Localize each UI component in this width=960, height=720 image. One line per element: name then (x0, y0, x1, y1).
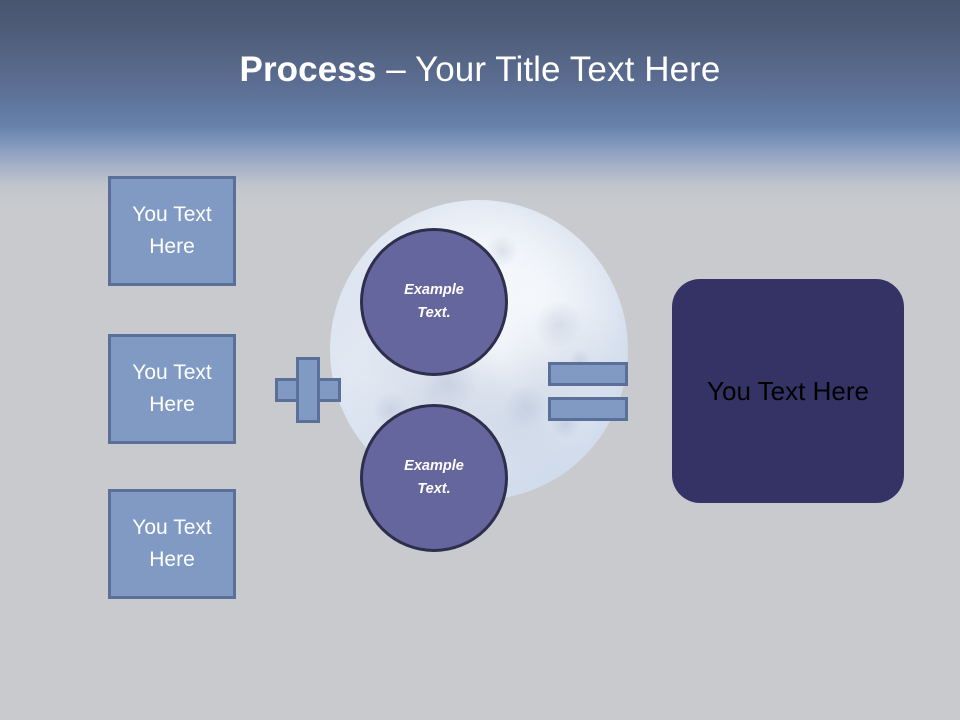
process-circle-2-line2: Text. (417, 481, 451, 497)
process-circle-1-line2: Text. (417, 305, 451, 321)
result-box-label: You Text Here (707, 375, 869, 406)
plus-center-fill (299, 381, 317, 399)
equals-top-bar (548, 362, 628, 386)
input-box-3[interactable]: You Text Here (108, 489, 236, 599)
page-title-rest: – Your Title Text Here (376, 50, 721, 89)
process-circle-2-line1: Example (404, 458, 464, 474)
page-title: Process – Your Title Text Here (0, 48, 960, 92)
result-box[interactable]: You Text Here (672, 279, 904, 503)
plus-icon (275, 357, 341, 423)
input-box-3-label: You Text Here (132, 516, 212, 571)
input-box-1[interactable]: You Text Here (108, 176, 236, 286)
input-box-1-label: You Text Here (132, 203, 212, 258)
process-circle-1-line1: Example (404, 282, 464, 298)
equals-icon (548, 362, 628, 421)
input-box-2[interactable]: You Text Here (108, 334, 236, 444)
page-title-strong: Process (239, 50, 377, 89)
input-box-2-label: You Text Here (132, 361, 212, 416)
equals-bottom-bar (548, 397, 628, 421)
